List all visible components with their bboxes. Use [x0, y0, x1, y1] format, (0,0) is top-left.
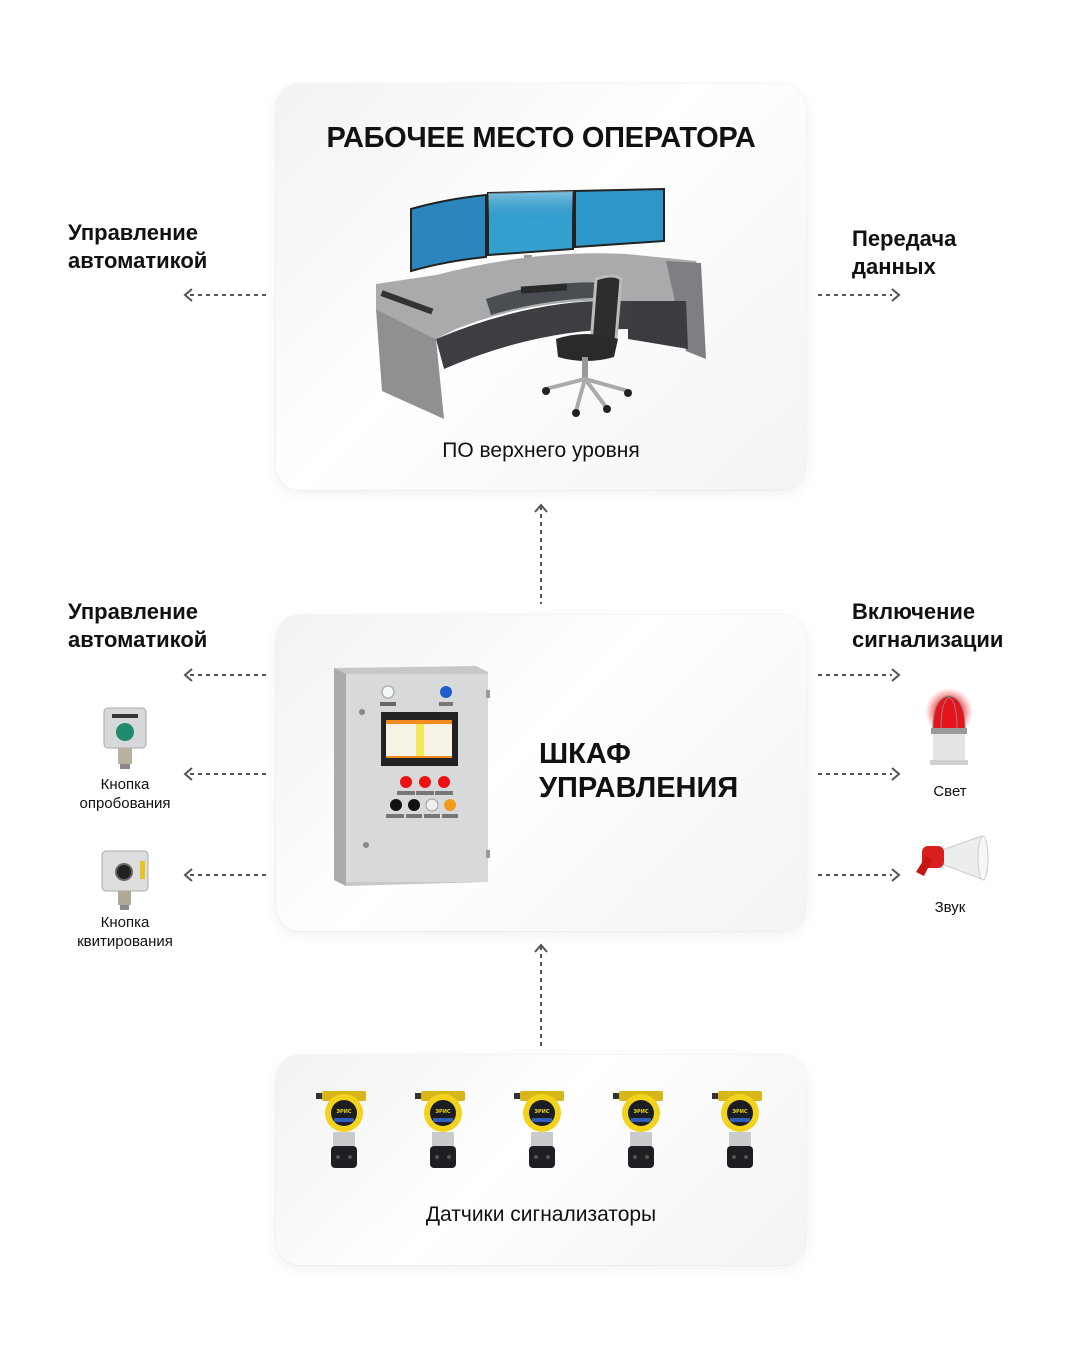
arrow-left-acknowledge-button [183, 868, 266, 882]
gas-detector-icon: ЭРИС [712, 1091, 762, 1168]
label-line: Передача [852, 226, 957, 251]
operator-station-card: РАБОЧЕЕ МЕСТО ОПЕРАТОРА [276, 84, 806, 490]
data-transfer-label: Передача данных [852, 225, 956, 281]
sensors-card: ЭРИС ЭРИС ЭРИС ЭРИС ЭРИС Датчики сигнализато… [276, 1055, 806, 1265]
gas-detector-icon: ЭРИС [514, 1091, 564, 1168]
acknowledge-button-label: Кнопка квитирования [65, 913, 185, 951]
control-cabinet-title: ШКАФ УПРАВЛЕНИЯ [539, 737, 738, 805]
gas-detector-icon: ЭРИС [316, 1091, 366, 1168]
svg-text:ЭРИС: ЭРИС [336, 1109, 352, 1115]
label-line: автоматикой [68, 627, 208, 652]
label-line: Управление [68, 220, 199, 245]
operator-station-title: РАБОЧЕЕ МЕСТО ОПЕРАТОРА [326, 122, 756, 154]
arrow-right-light [818, 767, 901, 781]
label-line: опробования [79, 795, 171, 812]
label-line: сигнализации [852, 627, 1004, 652]
operator-station-caption: ПО верхнего уровня [442, 439, 640, 462]
control-cabinet-illustration [334, 666, 490, 886]
arrow-up-sensors-to-cabinet [534, 943, 548, 1046]
test-button-box-icon [103, 707, 147, 769]
arrow-left-automation-mid [183, 668, 266, 682]
office-chair-icon [542, 274, 632, 417]
sensor-row: ЭРИС ЭРИС ЭРИС ЭРИС ЭРИС [312, 1085, 772, 1180]
siren-horn-icon [916, 835, 989, 881]
sensors-caption: Датчики сигнализаторы [425, 1203, 657, 1226]
arrow-right-alarm [818, 668, 901, 682]
alarm-activation-label: Включение сигнализации [852, 598, 1003, 654]
arrow-left-test-button [183, 767, 266, 781]
gas-detector-icon: ЭРИС [415, 1091, 465, 1168]
light-label: Свет [933, 783, 967, 800]
operator-desk-illustration [376, 187, 706, 419]
label-line: данных [852, 254, 936, 279]
automation-control-label-top: Управление автоматикой [68, 219, 207, 275]
sound-label: Звук [934, 899, 966, 916]
monitors-icon [410, 187, 665, 277]
arrow-right-sound [818, 868, 901, 882]
arrow-up-cabinet-to-station [534, 503, 548, 604]
signal-light-icon [925, 688, 973, 765]
gas-detector-icon: ЭРИС [613, 1091, 663, 1168]
arrow-left-automation-top [183, 288, 266, 302]
automation-control-label-mid: Управление автоматикой [68, 598, 207, 654]
label-line: квитирования [77, 933, 173, 950]
svg-text:ЭРИС: ЭРИС [633, 1109, 649, 1115]
test-button-label: Кнопка опробования [70, 775, 180, 813]
control-cabinet-card: ШКАФ УПРАВЛЕНИЯ [276, 615, 806, 931]
acknowledge-button-box-icon [101, 850, 149, 910]
title-line: ШКАФ [539, 738, 631, 770]
svg-text:ЭРИС: ЭРИС [435, 1109, 451, 1115]
title-line: УПРАВЛЕНИЯ [539, 772, 739, 804]
label-line: Управление [68, 599, 199, 624]
label-line: Кнопка [100, 914, 150, 931]
arrow-right-data-transfer [818, 288, 901, 302]
svg-text:ЭРИС: ЭРИС [534, 1109, 550, 1115]
label-line: автоматикой [68, 248, 208, 273]
label-line: Включение [852, 599, 976, 624]
svg-text:ЭРИС: ЭРИС [732, 1109, 748, 1115]
label-line: Кнопка [100, 776, 150, 793]
